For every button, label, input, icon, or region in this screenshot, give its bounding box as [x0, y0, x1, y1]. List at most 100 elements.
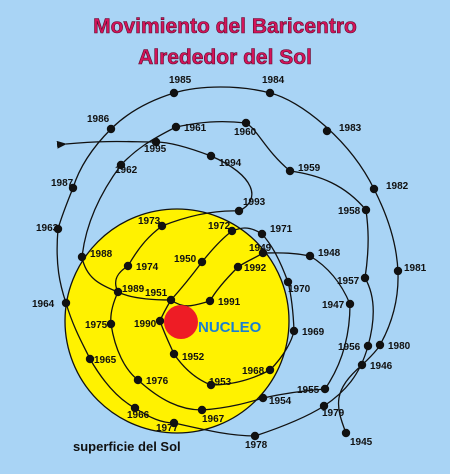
year-label-1993: 1993	[243, 197, 266, 208]
year-dot-1951	[166, 295, 176, 305]
year-dots	[53, 88, 403, 441]
year-dot-1952	[169, 349, 179, 359]
year-dot-1990	[155, 316, 165, 326]
year-dot-1961	[171, 122, 181, 132]
year-label-1976: 1976	[146, 376, 169, 387]
year-label-1992: 1992	[244, 263, 267, 274]
year-label-1961: 1961	[184, 123, 207, 134]
year-label-1947: 1947	[322, 300, 345, 311]
year-label-1970: 1970	[288, 284, 311, 295]
year-dot-1979	[319, 401, 329, 411]
year-dot-1970	[283, 277, 293, 287]
year-label-1948: 1948	[318, 248, 341, 259]
year-dot-1973	[157, 221, 167, 231]
year-dot-1982	[369, 184, 379, 194]
year-label-1953: 1953	[209, 377, 232, 388]
year-label-1978: 1978	[245, 440, 268, 451]
year-label-1962: 1962	[115, 165, 138, 176]
path-segment-center-loop	[56, 140, 295, 386]
year-label-1956: 1956	[338, 342, 361, 353]
year-dot-1969	[289, 326, 299, 336]
title-line-1: Movimiento del Baricentro	[93, 15, 357, 38]
year-dot-1981	[393, 266, 403, 276]
nucleus-label: NUCLEO	[198, 319, 262, 336]
year-dot-1985	[169, 88, 179, 98]
year-label-1975: 1975	[85, 320, 108, 331]
year-dot-1963	[53, 224, 63, 234]
year-dot-1958	[361, 205, 371, 215]
year-dot-1991	[205, 296, 215, 306]
year-label-1967: 1967	[202, 414, 225, 425]
year-dot-1953	[206, 380, 216, 390]
year-label-1951: 1951	[145, 288, 168, 299]
year-dot-1947	[345, 299, 355, 309]
title-line-2: Alrededor del Sol	[138, 46, 312, 69]
year-label-1969: 1969	[302, 327, 325, 338]
year-dot-1946	[357, 360, 367, 370]
year-label-1977: 1977	[156, 423, 179, 434]
year-dot-1995	[151, 137, 161, 147]
year-dot-1960	[241, 118, 251, 128]
year-label-1985: 1985	[169, 75, 192, 86]
year-dot-1967	[197, 405, 207, 415]
year-label-1982: 1982	[386, 181, 409, 192]
year-label-1983: 1983	[339, 123, 362, 134]
year-label-1963: 1963	[36, 223, 59, 234]
year-dot-1988	[77, 252, 87, 262]
year-dot-1968	[265, 365, 275, 375]
year-label-1964: 1964	[32, 299, 55, 310]
year-label-1958: 1958	[338, 206, 361, 217]
year-dot-1972	[227, 226, 237, 236]
year-dot-1976	[133, 375, 143, 385]
year-dot-1949	[258, 248, 268, 258]
year-label-1984: 1984	[262, 75, 285, 86]
year-dot-1962	[116, 160, 126, 170]
year-label-1949: 1949	[249, 243, 272, 254]
year-label-1995: 1995	[144, 144, 167, 155]
year-label-1991: 1991	[218, 297, 241, 308]
year-label-1987: 1987	[51, 178, 74, 189]
year-label-1968: 1968	[242, 366, 265, 377]
nucleus-dot	[164, 305, 198, 339]
year-label-1957: 1957	[337, 276, 360, 287]
year-dot-1986	[106, 124, 116, 134]
year-label-1973: 1973	[138, 216, 161, 227]
year-label-1946: 1946	[370, 361, 393, 372]
year-dot-1945	[341, 428, 351, 438]
year-label-1965: 1965	[94, 355, 117, 366]
year-dot-1955	[320, 384, 330, 394]
year-label-1952: 1952	[182, 352, 205, 363]
year-dot-1966	[130, 403, 140, 413]
year-label-1974: 1974	[136, 262, 159, 273]
year-dot-1977	[169, 418, 179, 428]
year-dot-1984	[265, 88, 275, 98]
year-dot-1957	[360, 273, 370, 283]
year-label-1988: 1988	[90, 249, 113, 260]
year-dot-1980	[375, 340, 385, 350]
year-label-1990: 1990	[134, 319, 157, 330]
year-dot-1956	[363, 341, 373, 351]
year-label-1972: 1972	[208, 221, 231, 232]
year-label-1954: 1954	[269, 396, 292, 407]
year-label-1960: 1960	[234, 127, 257, 138]
year-label-1986: 1986	[87, 114, 110, 125]
year-label-1994: 1994	[219, 158, 242, 169]
year-label-1971: 1971	[270, 224, 293, 235]
year-dot-1983	[322, 126, 332, 136]
year-label-1966: 1966	[127, 410, 150, 421]
year-label-1981: 1981	[404, 263, 427, 274]
year-label-1945: 1945	[350, 437, 373, 448]
year-dot-1954	[258, 393, 268, 403]
year-dot-1965	[85, 354, 95, 364]
year-dot-1975	[106, 319, 116, 329]
year-dot-1978	[250, 431, 260, 441]
year-dot-1989	[113, 287, 123, 297]
year-dot-1964	[61, 298, 71, 308]
year-dot-1950	[197, 257, 207, 267]
sun-surface-label: superficie del Sol	[73, 439, 181, 454]
year-label-1980: 1980	[388, 341, 411, 352]
year-dot-1959	[285, 166, 295, 176]
